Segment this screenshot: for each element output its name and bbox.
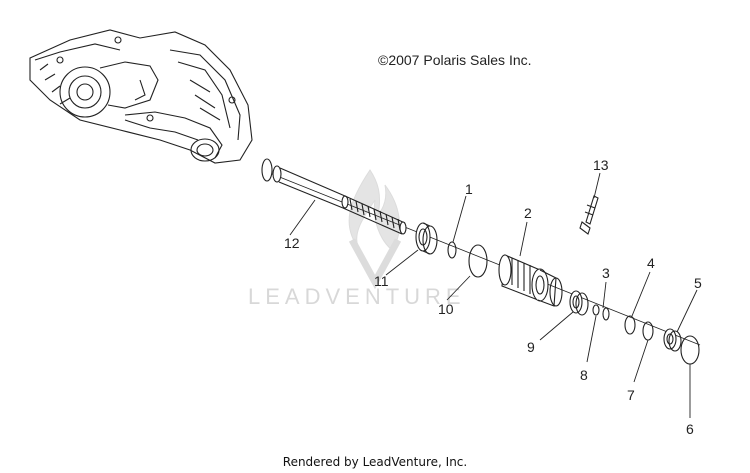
part-7-ring	[642, 321, 654, 341]
callout-8: 8	[580, 367, 588, 383]
part-3-ring	[602, 307, 610, 321]
part-4-snap-ring	[624, 315, 636, 335]
part-12-shaft	[261, 158, 407, 235]
part-11-bearing	[415, 222, 438, 255]
assembly-axis-line	[261, 169, 701, 346]
leader-lines	[289, 172, 698, 418]
callout-6: 6	[686, 421, 694, 437]
part-1-snap-ring	[447, 241, 457, 259]
copyright-text: ©2007 Polaris Sales Inc.	[378, 52, 532, 68]
transmission-housing-drawing	[29, 29, 253, 164]
callout-3: 3	[602, 265, 610, 281]
callout-labels: 1 2 3 4 5 6 7 8 9 10 11 12 13	[284, 157, 702, 437]
part-5-bearing	[663, 328, 682, 352]
callout-11: 11	[374, 273, 389, 289]
leadventure-watermark: LEADVENTURE	[248, 169, 466, 309]
part-2-clutch-hub	[498, 254, 563, 307]
callout-1: 1	[465, 181, 473, 197]
watermark-v-icon	[348, 238, 402, 290]
callout-4: 4	[647, 255, 655, 271]
footer-credit: Rendered by LeadVenture, Inc.	[282, 455, 468, 469]
callout-2: 2	[524, 205, 532, 221]
watermark-text: LEADVENTURE	[248, 284, 466, 309]
part-8-washer	[592, 304, 600, 316]
part-6-o-ring	[680, 335, 700, 365]
part-10-o-ring	[468, 244, 488, 278]
callout-12: 12	[284, 235, 300, 251]
part-9-bearing	[569, 290, 589, 316]
callout-10: 10	[438, 301, 454, 317]
part-13-bolt	[579, 195, 599, 235]
callout-9: 9	[527, 339, 535, 355]
callout-5: 5	[694, 275, 702, 291]
callout-7: 7	[627, 387, 635, 403]
callout-13: 13	[593, 157, 609, 173]
